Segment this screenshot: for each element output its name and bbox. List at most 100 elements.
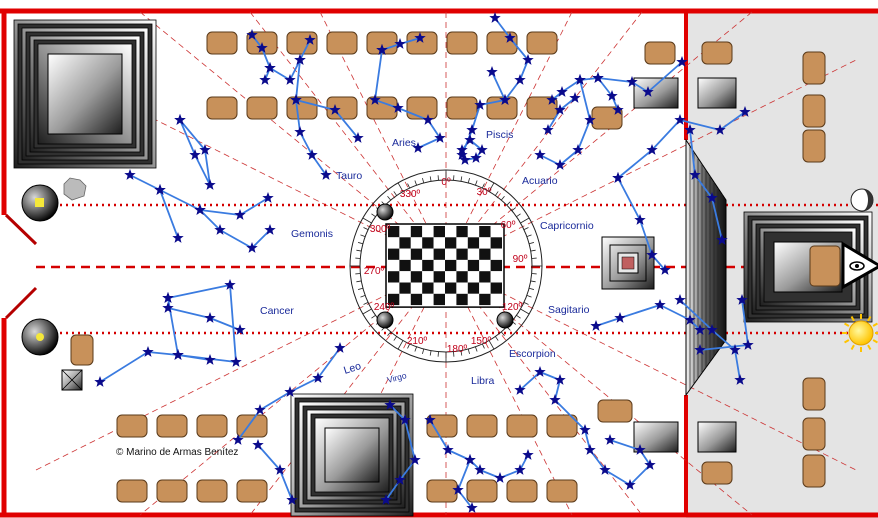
seat [326,96,358,120]
chess-square [410,237,423,249]
star-icon [584,444,596,455]
star-icon [556,86,568,97]
seat [426,479,458,503]
ring-tick [475,346,478,352]
star-icon [644,459,656,470]
chess-square [399,293,411,306]
degree-270: 270º [364,266,385,277]
star-icon [549,394,561,405]
seat [206,96,238,120]
degree-90: 90º [513,254,528,265]
star-icon [612,172,624,183]
sun-ray [867,344,872,350]
seat [326,31,358,55]
star-icon [246,29,258,40]
ring-tick [511,207,516,212]
ring-tick [356,249,362,252]
seat [597,399,633,423]
chess-square [467,237,480,249]
ring-tick [362,217,372,224]
star-icon [284,386,296,397]
constellation-line [597,61,683,93]
ring-tick [460,350,463,356]
ring-tick [488,182,495,192]
seat [466,479,498,503]
seat [236,479,268,503]
sun-ray [872,339,878,344]
chess-square [456,226,468,238]
star-icon [689,169,701,180]
star-icon [514,384,526,395]
star-icon [706,192,718,203]
star-icon [414,32,426,43]
star-icon [734,374,746,385]
degree-120: 120º [502,302,523,313]
star-icon [312,372,324,383]
ring-tick [467,348,470,355]
star-icon [489,12,501,23]
star-icon [474,464,486,475]
star-icon [514,464,526,475]
star-icon [646,144,658,155]
ring-tick [460,176,463,182]
star-icon [142,346,154,357]
ring-tick [393,336,398,341]
ring-tick [516,314,521,319]
sun-ray [850,344,855,350]
star-icon [399,414,411,425]
chess-square [433,259,445,272]
star-icon [294,126,306,137]
constellation-line [374,49,441,149]
ring-tick [481,183,485,189]
chess-square [479,226,491,238]
star-icon [369,94,381,105]
star-icon [542,124,554,135]
star-icon [234,324,246,335]
ring-tick [488,340,495,350]
star-icon [522,54,534,65]
star-icon [476,144,488,155]
star-icon [256,42,268,53]
chess-square [467,226,480,238]
chess-square [399,282,411,294]
chess-square [490,293,502,306]
chess-square [479,282,491,294]
ring-tick [494,336,499,341]
chess-square [388,226,400,238]
star-icon [204,354,216,365]
chess-square [467,282,480,294]
sign-escorpion: Escorpion [509,348,556,360]
chess-square [388,237,400,249]
chess-square [456,271,468,283]
ring-tick [356,280,362,283]
ring-tick [481,343,485,349]
ring-tick [414,180,417,186]
ring-tick [520,217,530,224]
sun-ray [867,316,872,322]
ring-tick [387,331,392,336]
chess-square [422,237,434,249]
ring-tick [387,196,392,201]
star-icon [456,149,468,160]
zodiac-ring [349,169,543,363]
chess-square [433,226,445,238]
star-icon [659,264,671,275]
star-icon [694,344,706,355]
chess-square [388,293,400,306]
star-icon [634,444,646,455]
ring-tick [528,242,535,245]
ring-tick [528,287,535,290]
star-icon [534,366,546,377]
star-icon [394,474,406,485]
seat [116,479,148,503]
chess-square [433,293,445,306]
chess-square [456,259,468,272]
star-icon [392,102,404,113]
star-icon [574,74,586,85]
star-icon [306,149,318,160]
chess-square [422,226,434,238]
ring-tick [360,295,366,298]
star-icon [376,44,388,55]
columns [376,203,514,329]
